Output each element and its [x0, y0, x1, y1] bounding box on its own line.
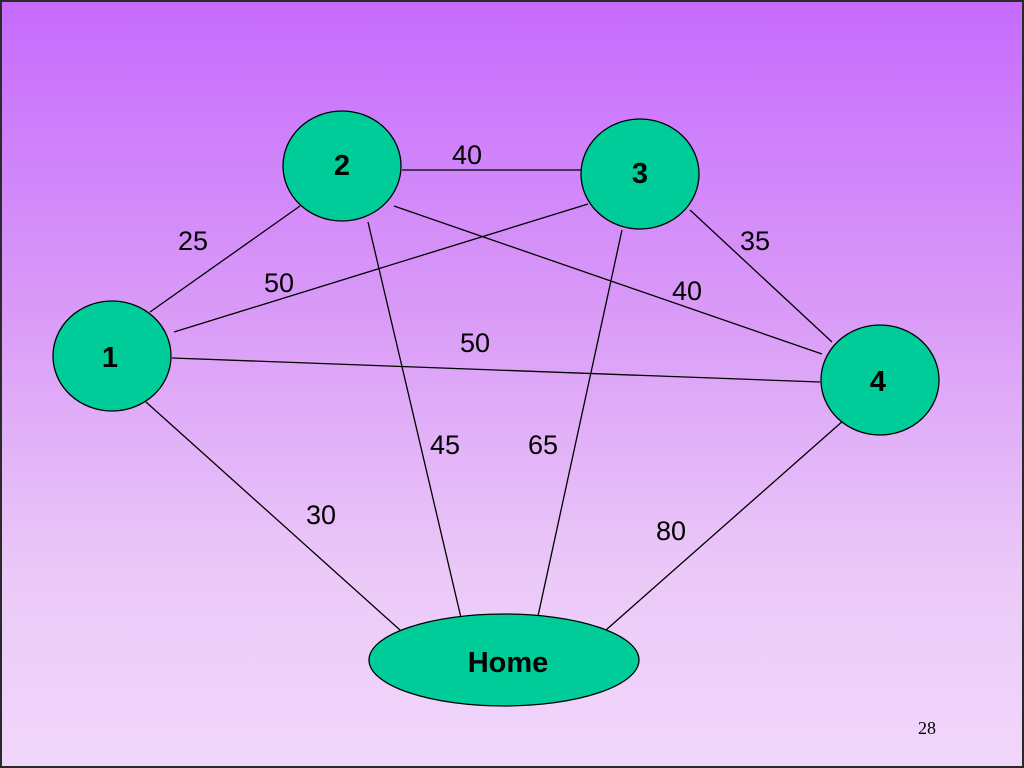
node-3-label: 3	[632, 158, 648, 190]
edge-1-2	[149, 205, 301, 313]
node-4: 4	[820, 324, 940, 436]
node-1: 1	[52, 300, 172, 412]
node-2-label: 2	[334, 150, 350, 182]
node-4-label: 4	[870, 366, 886, 398]
node-2-shape	[282, 110, 402, 222]
node-3: 3	[580, 118, 700, 230]
edge-1-home	[145, 401, 401, 631]
edge-weights: 40 25 50 50 40 35 45 65 30 80	[178, 140, 770, 546]
edge-2-4	[393, 205, 823, 355]
node-home-shape	[368, 613, 640, 707]
page-number: 28	[918, 718, 936, 738]
edge-3-4	[689, 209, 833, 343]
node-1-label: 1	[102, 342, 118, 374]
weight-1-4: 50	[460, 328, 490, 358]
edge-3-home	[537, 229, 623, 617]
edge-2-home	[367, 221, 463, 623]
node-home: Home	[368, 613, 640, 707]
node-home-label: Home	[468, 647, 549, 679]
node-3-shape	[580, 118, 700, 230]
weight-1-2: 25	[178, 226, 208, 256]
edge-4-home	[605, 419, 845, 631]
node-4-shape	[820, 324, 940, 436]
edge-1-4	[171, 357, 821, 383]
weight-2-3: 40	[452, 140, 482, 170]
weight-4-home: 80	[656, 516, 686, 546]
weight-1-home: 30	[306, 500, 336, 530]
node-1-shape	[52, 300, 172, 412]
node-2: 2	[282, 110, 402, 222]
edges	[145, 169, 845, 631]
weight-1-3: 50	[264, 268, 294, 298]
weight-2-4: 40	[672, 276, 702, 306]
weight-3-4: 35	[740, 226, 770, 256]
weight-2-home: 45	[430, 430, 460, 460]
edge-1-3	[173, 203, 589, 333]
nodes: 2 3 1 4 Home	[52, 110, 940, 707]
weight-3-home: 65	[528, 430, 558, 460]
